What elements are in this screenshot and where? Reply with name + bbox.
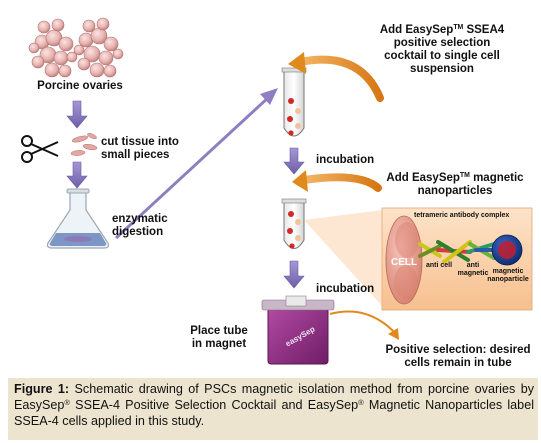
tube-1 [281,67,307,137]
note-add-particles-line2: nanoparticles [417,185,493,197]
label-place-tube: Place tube in magnet [180,325,258,351]
inset-anti-magnetic-line1: anti [466,262,480,269]
label-digestion-line2: digestion [112,226,164,238]
label-porcine-ovaries: Porcine ovaries [37,80,123,92]
label-cut-tissue-line1: cut tissue into [101,136,179,148]
caption-registered-1: ® [64,397,70,407]
tube-2 [281,198,307,249]
label-digestion-line1: enzymatic [112,213,168,225]
figure-caption: Figure 1: Schematic drawing of PSCs magn… [8,378,538,440]
orange-arrow-1 [288,52,384,102]
caption-registered-2: ® [358,397,364,407]
porcine-ovaries-illustration [28,17,124,78]
note-add-particles: Add EasySepTM magnetic nanoparticles [370,172,540,198]
note-add-cocktail-line2: positive selection [393,37,491,49]
note-add-particles-line1: Add EasySepTM magnetic [386,172,524,184]
caption-part-1: Schematic drawing of PSCs magnetic isola… [14,382,534,412]
note-result: Positive selection: desired cells remain… [376,344,540,370]
caption-part-3: Magnetic Nanoparticles label SSEA-4 cell… [14,398,534,428]
label-incubation-1: incubation [316,154,375,166]
transfer-arrow [114,88,278,240]
orange-arrow-2 [292,170,382,192]
step-arrow-1 [66,100,88,129]
note-result-line1: Positive selection: desired [385,344,531,356]
inset-anti-magnetic-line2: magnetic [457,270,489,277]
tissue-pieces [70,132,98,156]
note-add-cocktail-line4: suspension [410,63,474,75]
scissors-icon [21,135,59,163]
antibody-complex-inset [304,207,533,311]
label-place-tube-line1: Place tube [190,325,248,337]
inset-cell-label: CELL [391,257,418,268]
inset-particle-line1: magnetic [492,268,524,275]
inset-particle-line2: nanoparticle [487,276,529,283]
inset-particle-label: magnetic nanoparticle [484,268,532,284]
step-arrow-3 [283,147,305,175]
step-arrow-2 [66,161,88,189]
label-incubation-2: incubation [316,283,375,295]
caption-figure-number: Figure 1: [14,382,70,396]
inset-anti-magnetic-label: anti magnetic [456,262,490,278]
inset-complex-label: tetrameric antibody complex [414,212,510,219]
result-arrow [329,310,399,340]
magnet-illustration [261,295,335,365]
note-add-cocktail: Add EasySepTM SSEA4 positive selection c… [372,24,512,76]
caption-part-2: SSEA-4 Positive Selection Cocktail and E… [69,398,359,412]
note-add-cocktail-line3: cocktail to single cell [384,50,500,62]
note-add-cocktail-line1: Add EasySepTM SSEA4 [379,24,505,36]
inset-anti-cell-label: anti cell [426,262,453,269]
label-place-tube-line2: in magnet [191,338,247,350]
label-digestion: enzymatic digestion [112,213,168,239]
note-result-line2: cells remain in tube [404,357,512,369]
step-arrow-4 [283,260,305,289]
label-cut-tissue: cut tissue into small pieces [101,136,179,162]
label-cut-tissue-line2: small pieces [101,149,170,161]
flask-icon [46,188,110,249]
